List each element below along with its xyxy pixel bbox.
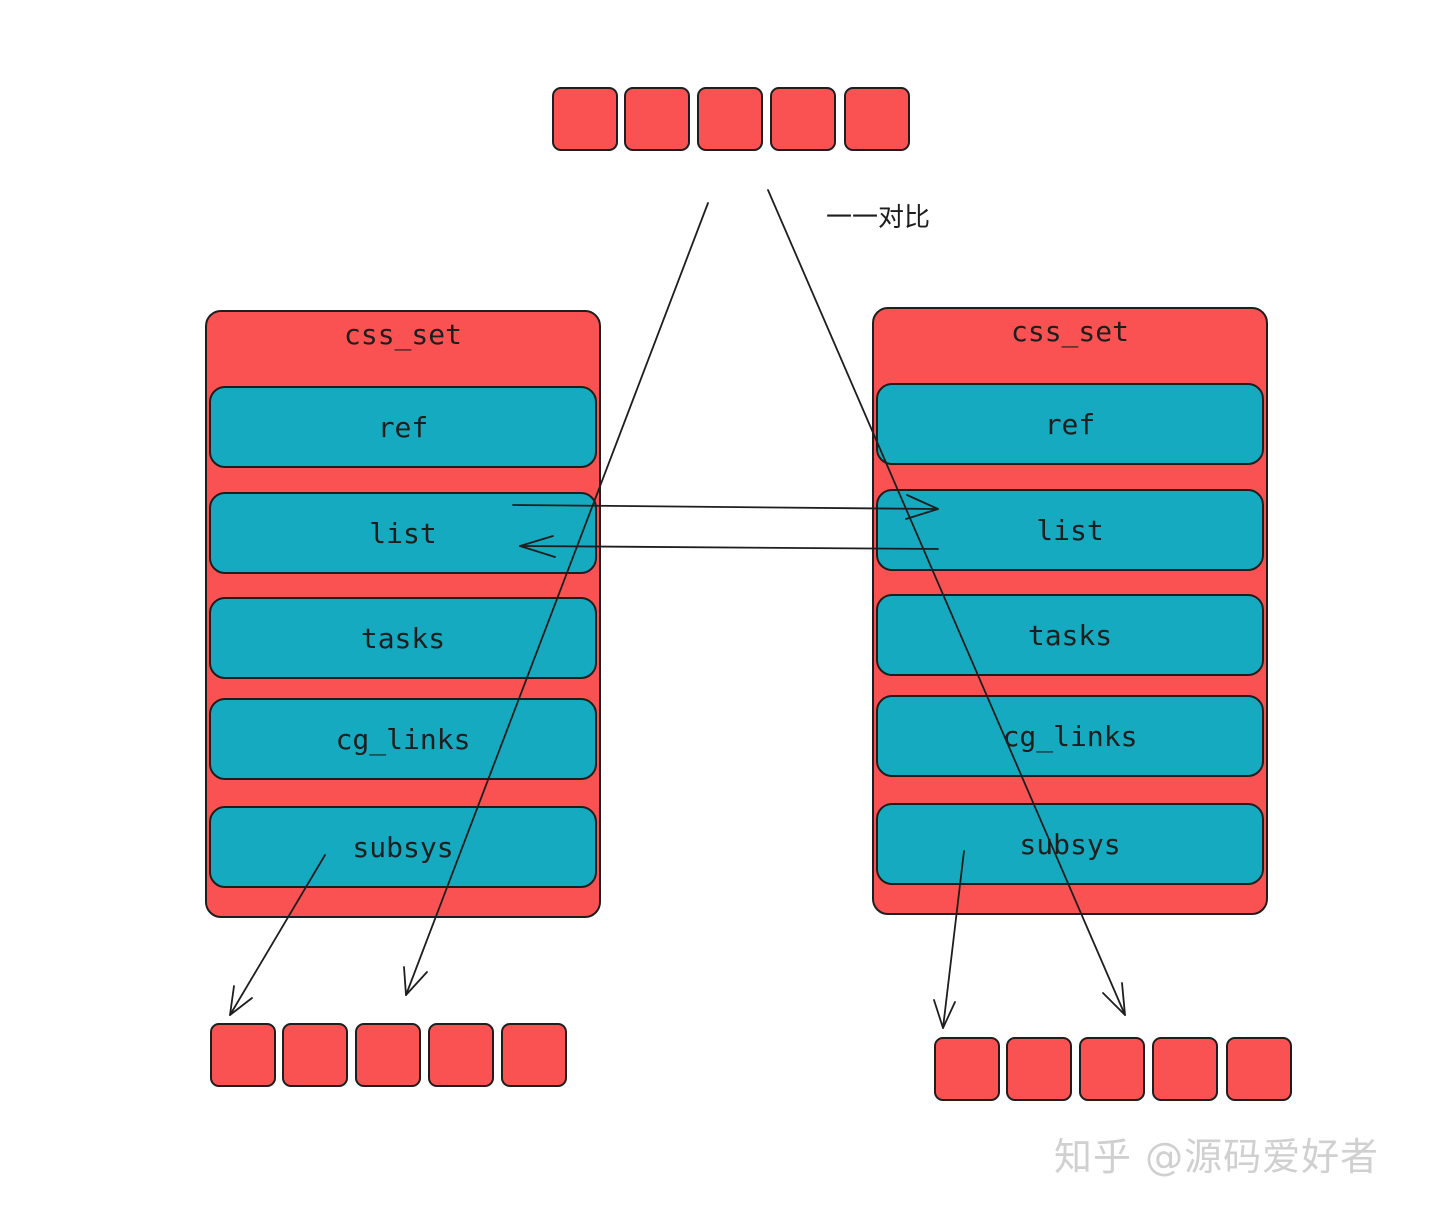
top-array-cell <box>624 87 690 151</box>
arrow-list-forward <box>512 504 939 510</box>
top-array-cell <box>770 87 836 151</box>
top-array-cell <box>844 87 910 151</box>
arrowhead <box>519 535 556 558</box>
arrow-list-backward <box>519 545 939 550</box>
right-field-tasks: tasks <box>876 594 1264 676</box>
top-array-cell <box>697 87 763 151</box>
left-bottom-cell <box>210 1023 276 1087</box>
right-bottom-cell <box>1226 1037 1292 1101</box>
right-css-set-title: css_set <box>1010 315 1129 348</box>
arrow-top-to-right-array <box>767 189 1126 1016</box>
left-css-set: css_set ref list tasks cg_links subsys <box>205 310 601 918</box>
arrow-top-to-left-array <box>405 202 709 996</box>
right-field-cg-links: cg_links <box>876 695 1264 777</box>
right-bottom-cell <box>1006 1037 1072 1101</box>
compare-annotation: 一一对比 <box>826 203 931 233</box>
right-field-subsys: subsys <box>876 803 1264 885</box>
arrowhead <box>1102 982 1126 1016</box>
left-field-list: list <box>209 492 597 574</box>
left-bottom-cell <box>428 1023 494 1087</box>
left-bottom-cell <box>355 1023 421 1087</box>
right-field-ref: ref <box>876 383 1264 465</box>
left-field-subsys: subsys <box>209 806 597 888</box>
right-css-set: css_set ref list tasks cg_links subsys <box>872 307 1268 915</box>
left-field-cg-links: cg_links <box>209 698 597 780</box>
right-bottom-cell <box>1152 1037 1218 1101</box>
watermark: 知乎 @源码爱好者 <box>1054 1135 1380 1179</box>
right-bottom-cell <box>934 1037 1000 1101</box>
arrowhead <box>229 985 253 1016</box>
top-array-cell <box>552 87 618 151</box>
left-bottom-cell <box>501 1023 567 1087</box>
arrowhead <box>933 999 956 1029</box>
left-field-ref: ref <box>209 386 597 468</box>
right-field-list: list <box>876 489 1264 571</box>
arrow-left-subsys <box>229 854 326 1016</box>
right-bottom-cell <box>1079 1037 1145 1101</box>
arrowhead <box>905 494 939 520</box>
arrow-right-subsys <box>942 850 965 1029</box>
arrowhead <box>403 966 428 996</box>
left-css-set-title: css_set <box>343 318 462 351</box>
left-bottom-cell <box>282 1023 348 1087</box>
